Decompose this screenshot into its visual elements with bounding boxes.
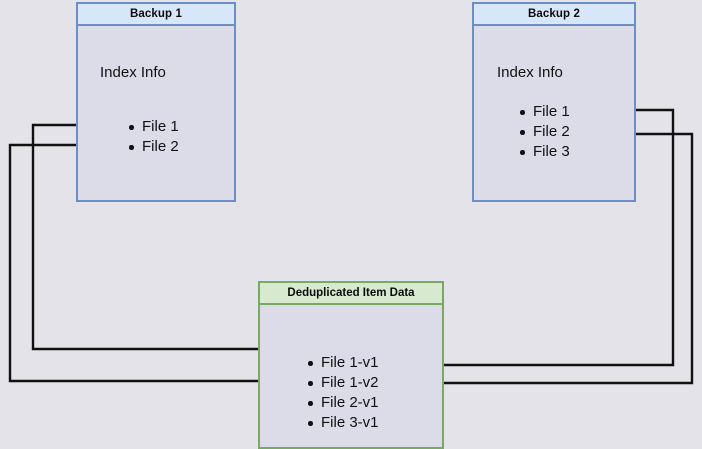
dedup-file-list: File 1-v1 File 1-v2 File 2-v1 File 3-v1: [305, 353, 379, 433]
backup-2-box[interactable]: Backup 2 Index Info File 1 File 2 File 3: [472, 2, 636, 202]
backup-2-file-list: File 1 File 2 File 3: [517, 102, 570, 162]
backup-1-file-list: File 1 File 2: [126, 117, 179, 157]
list-item[interactable]: File 2-v1: [305, 393, 379, 413]
list-item[interactable]: File 1: [126, 117, 179, 137]
list-item[interactable]: File 2: [126, 137, 179, 157]
list-item[interactable]: File 3: [517, 142, 570, 162]
backup-1-box[interactable]: Backup 1 Index Info File 1 File 2: [76, 2, 236, 202]
list-item[interactable]: File 1: [517, 102, 570, 122]
list-item[interactable]: File 2: [517, 122, 570, 142]
backup-2-body: Index Info File 1 File 2 File 3: [474, 26, 634, 200]
deduplicated-item-data-body: File 1-v1 File 1-v2 File 2-v1 File 3-v1: [260, 305, 442, 447]
backup-1-header: Backup 1: [78, 4, 234, 26]
backup-2-index-info-label: Index Info: [497, 64, 563, 81]
backup-1-body: Index Info File 1 File 2: [78, 26, 234, 200]
backup-1-index-info-label: Index Info: [100, 64, 166, 81]
deduplicated-item-data-header: Deduplicated Item Data: [260, 283, 442, 305]
list-item[interactable]: File 1-v1: [305, 353, 379, 373]
backup-2-header: Backup 2: [474, 4, 634, 26]
list-item[interactable]: File 1-v2: [305, 373, 379, 393]
list-item[interactable]: File 3-v1: [305, 413, 379, 433]
deduplicated-item-data-box[interactable]: Deduplicated Item Data File 1-v1 File 1-…: [258, 281, 444, 449]
